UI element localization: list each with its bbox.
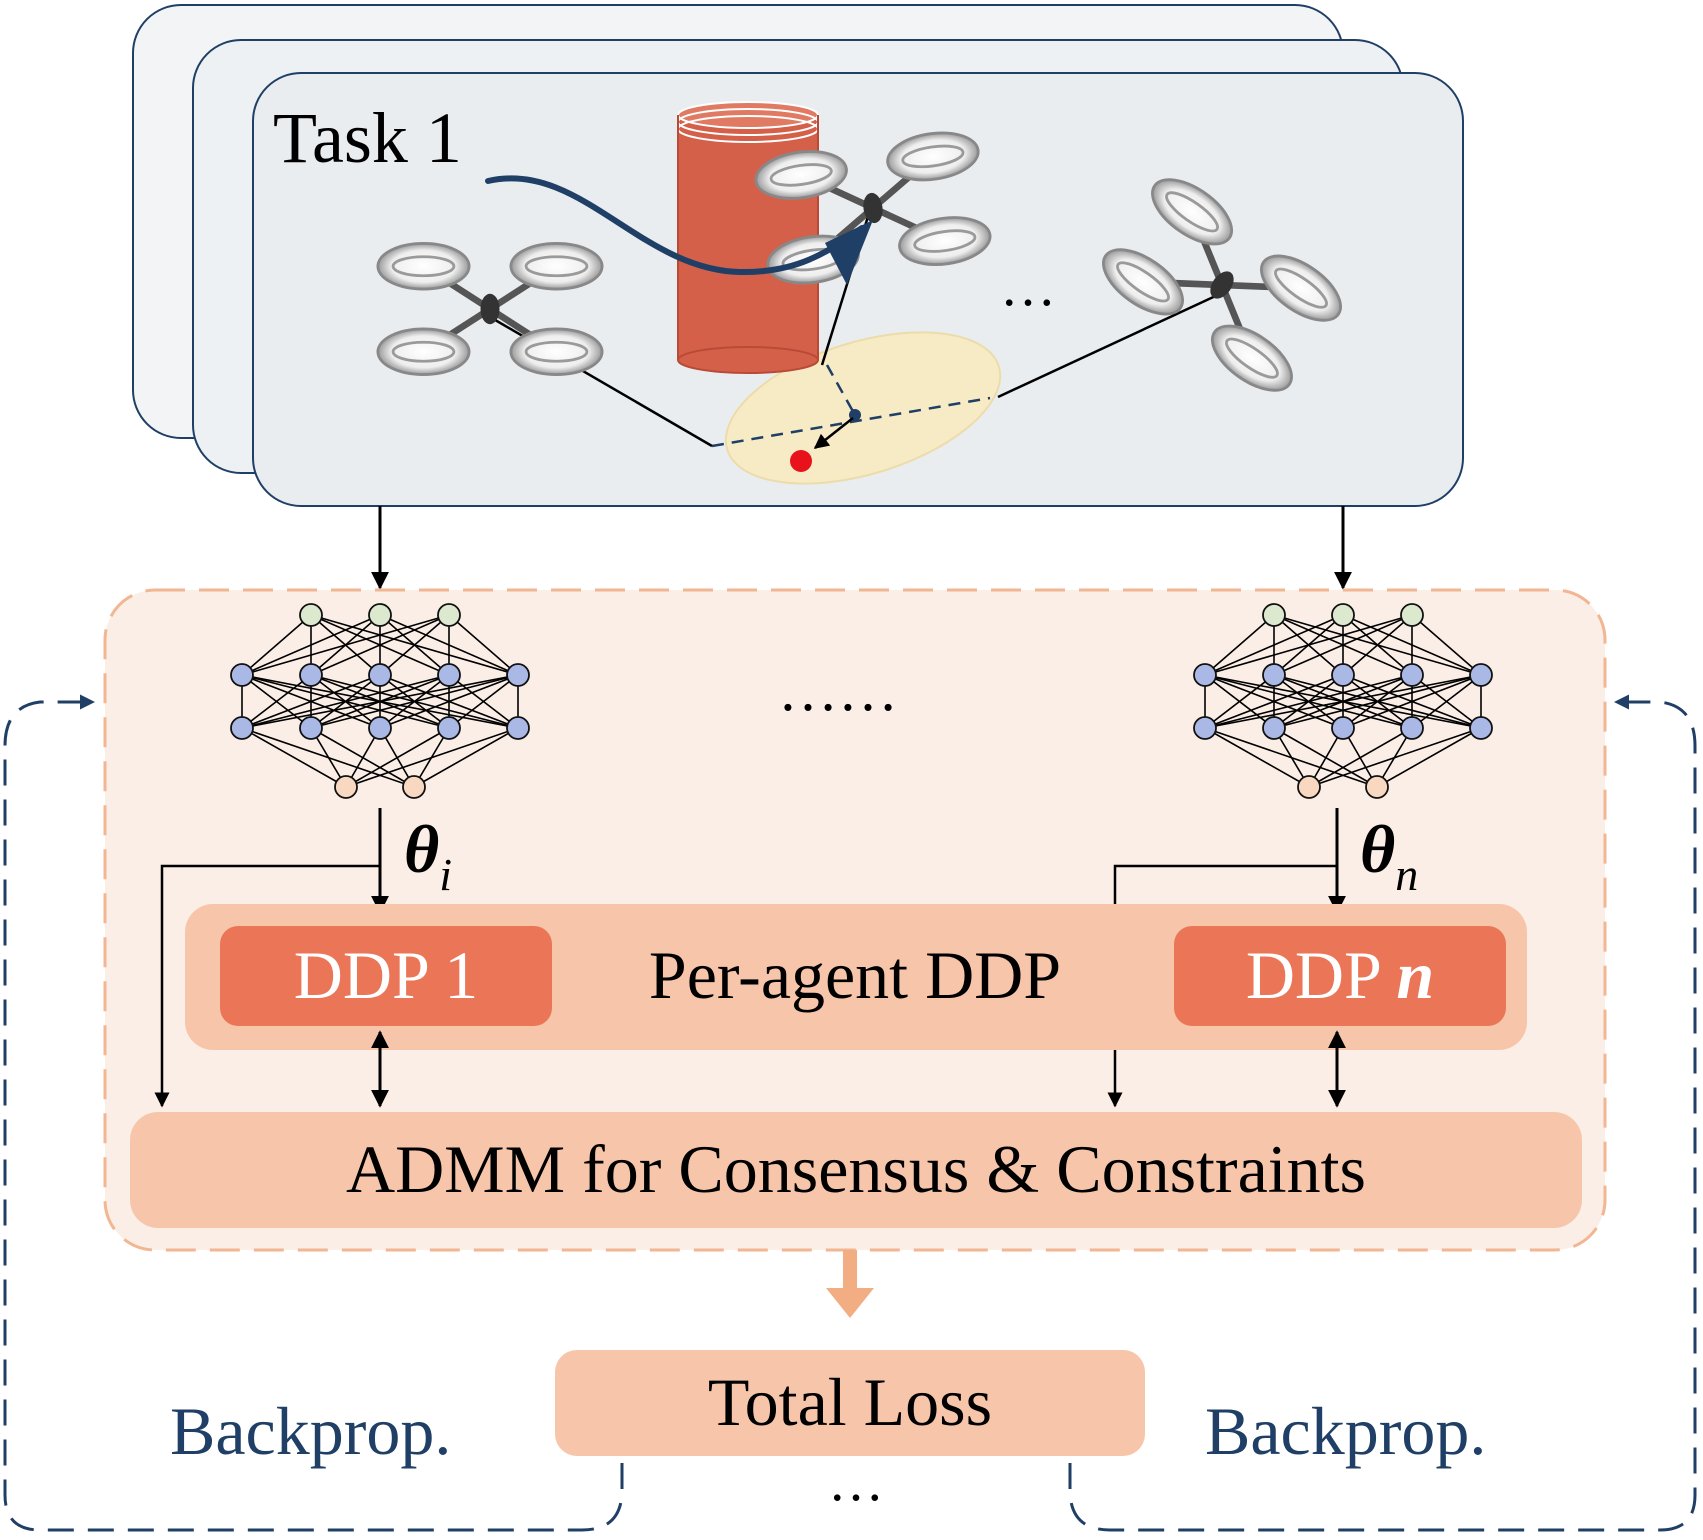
network-edge	[241, 674, 519, 729]
network-edge	[379, 674, 519, 729]
network-edge	[448, 674, 519, 729]
network-edge	[413, 727, 519, 788]
hidden-node	[506, 716, 530, 740]
total-loss-box	[555, 1350, 1145, 1456]
hidden-node	[1331, 716, 1355, 740]
network-edge	[241, 674, 450, 729]
ddp-1-label: DDP 1	[294, 937, 479, 1013]
ddp-1-box	[220, 926, 552, 1026]
output-node	[334, 775, 358, 799]
network-edge	[1204, 674, 1344, 729]
ddp-n-box	[1174, 926, 1506, 1026]
network-edge	[1308, 727, 1413, 788]
network-edge	[1204, 674, 1413, 729]
total-loss-label: Total Loss	[708, 1364, 992, 1440]
input-node	[437, 603, 461, 627]
hidden-node	[1193, 663, 1217, 687]
network-edge	[1204, 674, 1482, 729]
obstacle-cylinder	[677, 101, 819, 374]
hidden-node	[230, 716, 254, 740]
payload-offset-arrow	[813, 417, 854, 449]
hidden-node	[1400, 663, 1424, 687]
region-axis-dashed-vertical	[825, 364, 857, 416]
network-edge	[241, 614, 312, 676]
network-edge	[241, 614, 450, 676]
hidden-node	[299, 663, 323, 687]
per-agent-ddp-label: Per-agent DDP	[649, 937, 1061, 1013]
network-edge	[379, 614, 450, 676]
neural-network-right	[1193, 603, 1493, 799]
connector-right-bypass	[1113, 864, 1337, 904]
input-node	[1262, 603, 1286, 627]
hidden-node	[299, 716, 323, 740]
network-edge	[241, 727, 347, 788]
network-edge	[241, 614, 381, 676]
backprop-right-label: Backprop.	[1205, 1393, 1486, 1469]
admm-label: ADMM for Consensus & Constraints	[346, 1131, 1366, 1207]
arrow-to-total-loss	[826, 1250, 874, 1318]
network-edge	[1204, 614, 1413, 676]
network-edge	[345, 727, 450, 788]
more-networks-ellipsis: ……	[778, 657, 898, 723]
ddp-n-label: DDP n	[1246, 937, 1434, 1013]
network-edge	[1204, 614, 1344, 676]
backprop-left-label: Backprop.	[170, 1393, 451, 1469]
backprop-loop-left	[3, 694, 624, 1532]
hidden-node	[1469, 663, 1493, 687]
hidden-node	[1193, 716, 1217, 740]
hidden-node	[368, 716, 392, 740]
input-node	[368, 603, 392, 627]
region-axis-dashed	[711, 396, 991, 448]
network-edge	[1204, 614, 1275, 676]
network-edge	[1342, 614, 1413, 676]
network-edge	[345, 727, 519, 788]
theta-n-label: θn	[1360, 811, 1418, 900]
hidden-node	[1262, 716, 1286, 740]
network-edge	[241, 674, 312, 729]
admm-box	[130, 1112, 1582, 1228]
network-edge	[1308, 727, 1482, 788]
hidden-node	[368, 663, 392, 687]
input-node	[1331, 603, 1355, 627]
trajectory-arrowhead	[825, 220, 873, 285]
backprop-loop-right	[1068, 694, 1697, 1532]
hidden-node	[1331, 663, 1355, 687]
network-edge	[310, 674, 519, 729]
hidden-node	[437, 663, 461, 687]
theta-i-label: θi	[404, 811, 452, 900]
hidden-node	[506, 663, 530, 687]
network-edge	[241, 674, 381, 729]
hidden-node	[1400, 716, 1424, 740]
target-point	[790, 450, 812, 472]
hidden-node	[1469, 716, 1493, 740]
trajectory-arrow	[485, 175, 865, 276]
neural-network-left	[230, 603, 530, 799]
input-node	[1400, 603, 1424, 627]
tether-right	[997, 291, 1223, 399]
network-edge	[1376, 727, 1482, 788]
network-edge	[1204, 674, 1275, 729]
network-edge	[1204, 727, 1310, 788]
input-node	[299, 603, 323, 627]
hidden-node	[1262, 663, 1286, 687]
more-loss-ellipsis: …	[828, 1451, 884, 1513]
output-node	[1365, 775, 1389, 799]
more-drones-ellipsis: …	[1000, 256, 1056, 318]
output-node	[1297, 775, 1321, 799]
task-label: Task 1	[273, 98, 462, 178]
hidden-node	[437, 716, 461, 740]
network-edge	[1411, 674, 1482, 729]
network-edge	[1273, 674, 1482, 729]
connector-left-bypass	[154, 864, 380, 1108]
hidden-node	[230, 663, 254, 687]
network-edge	[1411, 614, 1482, 676]
network-edge	[1342, 674, 1482, 729]
network-edge	[310, 614, 450, 676]
network-edge	[1273, 614, 1413, 676]
output-node	[402, 775, 426, 799]
network-edge	[448, 614, 519, 676]
